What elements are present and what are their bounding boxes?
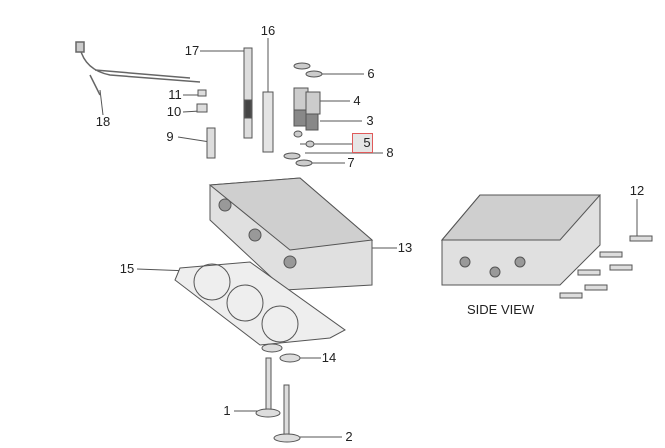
callout-2[interactable]: 2: [345, 429, 353, 444]
callout-11[interactable]: 11: [168, 87, 182, 102]
callout-1[interactable]: 1: [223, 403, 231, 418]
cylinder-head: [208, 177, 374, 291]
wiring-harness: [75, 41, 201, 96]
callout-17[interactable]: 17: [184, 43, 200, 58]
callout-5[interactable]: 5: [363, 135, 371, 150]
callout-3[interactable]: 3: [366, 113, 374, 128]
callout-4[interactable]: 4: [353, 93, 361, 108]
selected-callout-highlight: [352, 133, 373, 153]
side-view-label: SIDE VIEW: [467, 302, 535, 317]
sleeve-tube: [262, 91, 274, 153]
head-bolts: [559, 235, 653, 299]
callout-12[interactable]: 12: [629, 183, 645, 198]
callout-7[interactable]: 7: [347, 155, 355, 170]
valve-springs: [283, 62, 323, 167]
callout-9[interactable]: 9: [166, 129, 174, 144]
head-gasket: [174, 261, 346, 346]
callout-16[interactable]: 16: [260, 23, 276, 38]
glow-plug: [196, 89, 216, 159]
callout-13[interactable]: 13: [397, 240, 413, 255]
callout-6[interactable]: 6: [367, 66, 375, 81]
callout-18[interactable]: 18: [95, 114, 111, 129]
callout-8[interactable]: 8: [386, 145, 394, 160]
callout-14[interactable]: 14: [321, 350, 337, 365]
callout-10[interactable]: 10: [166, 104, 182, 119]
valves: [255, 357, 301, 443]
side-view-head: [440, 194, 602, 286]
injector: [243, 47, 253, 139]
valve-seals: [261, 343, 301, 363]
callout-15[interactable]: 15: [119, 261, 135, 276]
